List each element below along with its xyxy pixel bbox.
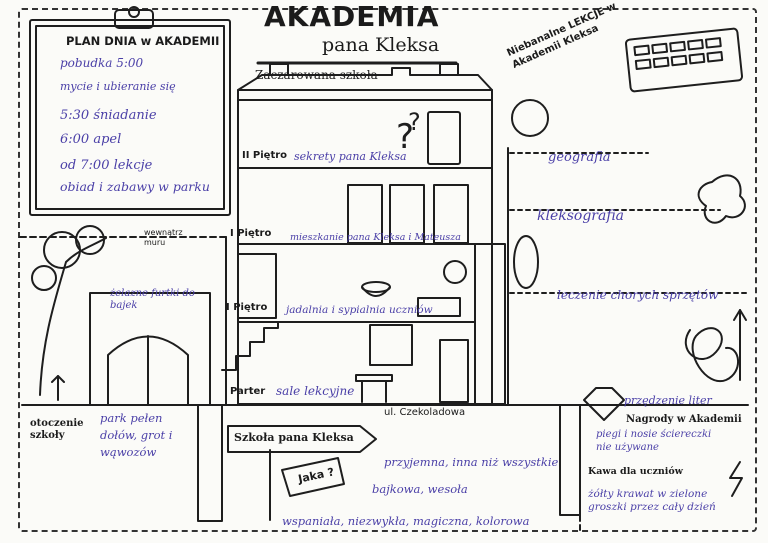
door-upper [237,253,277,319]
window-2a [347,184,383,244]
question-mark: ? [396,117,414,157]
calendar [624,27,744,93]
plan-item: mycie i ubieranie się [60,80,176,93]
clock [513,235,539,289]
yarn-ball [684,327,739,383]
street-name: ul. Czekoladowa [384,407,466,418]
page-subtitle: pana Kleksa [322,34,440,56]
award-item: Kawa dla uczniów [588,466,683,477]
award-item: żółty krawat w zielone groszki przez cał… [588,488,716,513]
clipboard-board [29,19,231,216]
lesson-item: przędzenie liter [624,394,712,407]
adjective: przyjemna, inna niż wszystkie [384,455,559,469]
diamond [583,387,625,421]
window-2c [433,184,469,244]
lesson-item: kleksografia [537,208,625,224]
door-ground [439,339,469,403]
plan-item: pobudka 5:00 [60,56,144,70]
tree-leaf [75,225,105,255]
sign-board [281,457,345,497]
floor-label: II Piętro [242,150,288,161]
adjective: wspaniała, niezwykła, magiczna, kolorowa [282,514,530,528]
plan-item: od 7:00 lekcje [60,158,153,173]
plan-item: 6:00 apel [60,132,122,147]
question-mark-small: ? [408,108,421,136]
school-name: Zaczarowana szkoła [255,68,378,82]
lesson-item: geografia [548,150,611,165]
pot-bowl [361,286,391,297]
floor-description: jadalnia i sypialnia uczniów [286,304,433,316]
floor-description: sale lekcyjne [276,384,355,398]
plan-heading: PLAN DNIA w AKADEMII [66,34,220,48]
adjective: bajkowa, wesoła [372,482,468,496]
floor-label: I Piętro [230,228,272,239]
staircase [221,321,279,371]
env-label: otoczenie szkoły [30,418,84,441]
clipboard-clip [114,9,154,29]
attic-window [427,111,461,165]
table [355,374,393,382]
face [443,260,467,284]
clipboard-paper [35,25,225,210]
floor-description: sekrety pana Kleksa [294,150,407,163]
plan-item: obiad i zabawy w parku [60,179,210,194]
clip-ring [128,6,140,18]
page-title: AKADEMIA [264,0,440,33]
globe [511,99,549,137]
floor-description: mieszkanie pana Kleksa i Mateusza [290,232,461,243]
brick-post [197,404,223,522]
inner-wall [89,292,211,406]
house-wing [474,243,506,405]
award-item: piegi i nosie ściereczki nie używane [596,429,712,453]
bed [417,297,461,317]
floor-label: Parter [230,386,266,397]
lightning-icon [729,461,743,497]
chimney-right [439,63,459,76]
window-ground [369,324,413,366]
park-note: park pełen dołów, grot i wąwozów [100,411,173,459]
awards-heading: Nagrody w Akademii [626,414,742,425]
calendar-grid [633,37,724,70]
window-2b [389,184,425,244]
sign-arrow [227,425,377,453]
arrow-head [733,309,747,321]
arrow-up-head [51,375,65,383]
chimney-left [269,63,289,76]
roof [237,67,493,91]
ink-blot [697,174,746,224]
plan-item: 5:30 śniadanie [60,108,157,123]
lesson-item: leczenie chorych sprzętów [557,288,719,302]
tree-leaf [31,265,57,291]
gates-note: żelazne furtki do bajek [110,288,195,311]
brick-post [559,404,581,516]
floor-label: I Piętro [226,302,268,313]
dashed-border [18,8,757,532]
tree-trunk [39,237,107,396]
house-facade [237,89,493,405]
sign-label: Szkoła pana Kleksa [234,431,354,444]
wall-label: wewnątrz muru [144,228,183,247]
